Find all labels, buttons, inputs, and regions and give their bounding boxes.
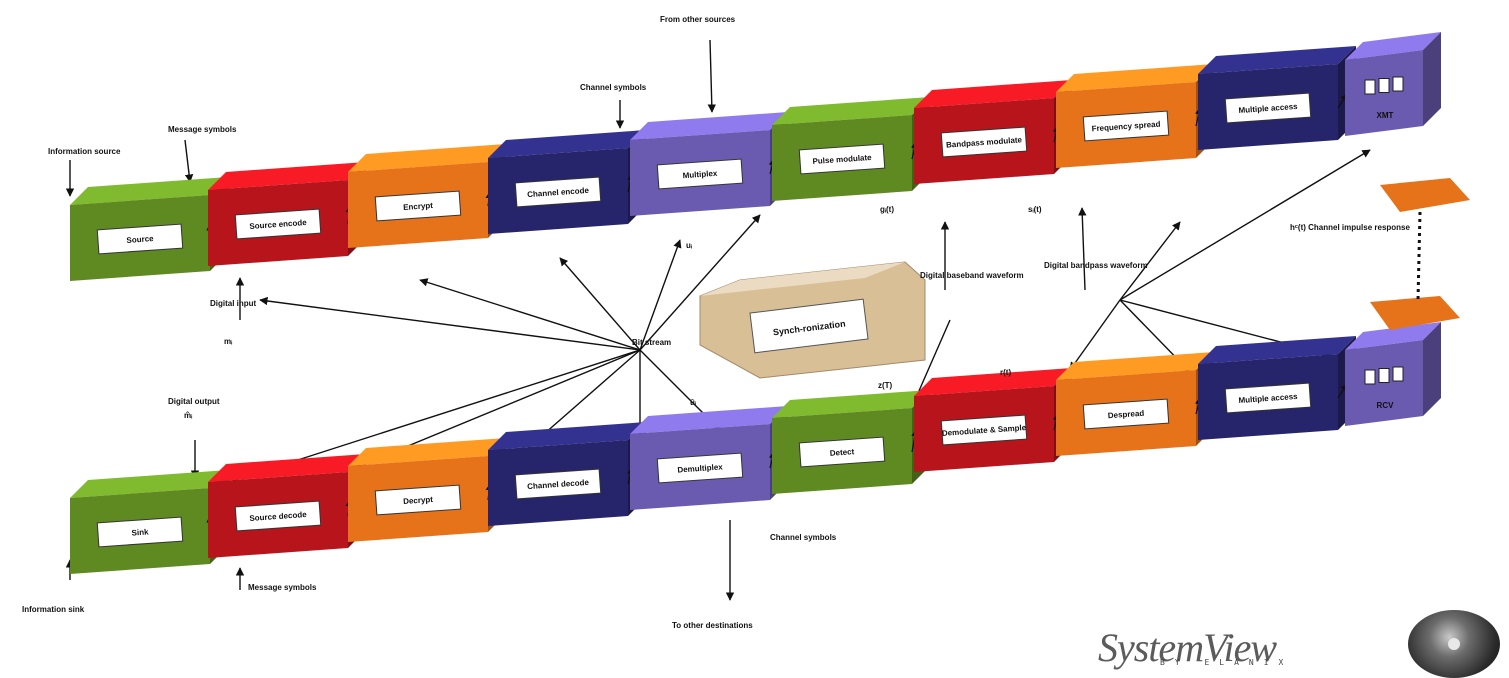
bottom-port-icon: [1378, 368, 1390, 383]
top-block-label: Source: [126, 234, 154, 245]
mi-label: mᵢ: [224, 337, 232, 346]
mi-hat-label: m̂ᵢ: [184, 411, 192, 420]
channel-symbols-bottom-label: Channel symbols: [770, 533, 837, 542]
bottom-block-6: Detect: [772, 390, 930, 494]
bottom-block-2: Source decode: [208, 454, 366, 558]
top-block-8: Frequency spread: [1056, 64, 1214, 168]
annotations: Information source Message symbols Chann…: [22, 15, 1410, 630]
information-sink-label: Information sink: [22, 605, 85, 614]
digital-baseband-label: Digital baseband waveform: [920, 271, 1024, 280]
digital-input-label: Digital input: [210, 299, 257, 308]
top-block-2: Source encode: [208, 162, 366, 266]
digital-bandpass-label: Digital bandpass waveform: [1044, 261, 1148, 270]
top-block-label: Multiple access: [1238, 102, 1298, 115]
bottom-block-label: Decrypt: [403, 495, 434, 506]
bit-stream-label: Bit stream: [632, 338, 671, 347]
top-block-3: Encrypt: [348, 144, 506, 248]
top-block-label: Encrypt: [403, 201, 434, 212]
bottom-block-1: Sink: [70, 470, 228, 574]
top-block-6: Pulse modulate: [772, 97, 930, 201]
bottom-block-label: RCV: [1377, 401, 1395, 410]
message-symbols-bottom-label: Message symbols: [248, 583, 317, 592]
top-block-label: Multiplex: [682, 169, 718, 180]
top-chain: Source Source encode Encrypt Channel encode…: [70, 32, 1441, 281]
top-block-1: Source: [70, 177, 228, 281]
from-other-sources-label: From other sources: [660, 15, 736, 24]
synchronization-block: Synch-ronization: [699, 261, 926, 379]
channel-symbols-top-label: Channel symbols: [580, 83, 647, 92]
message-symbols-top-label: Message symbols: [168, 125, 237, 134]
bottom-block-7: Demodulate & Sample: [914, 368, 1072, 472]
bottom-block-5: Demultiplex: [630, 406, 788, 510]
top-block-10: XMT: [1345, 32, 1441, 136]
channel-impulse-label: hᶜ(t) Channel impulse response: [1290, 223, 1410, 232]
top-block-4: Channel encode: [488, 130, 646, 234]
ui-label: uᵢ: [686, 241, 692, 250]
digital-output-label: Digital output: [168, 397, 220, 406]
bottom-port-icon: [1392, 366, 1404, 382]
top-block-9: Multiple access: [1198, 46, 1356, 150]
bottom-block-10: RCV: [1345, 322, 1441, 426]
systemview-logo-sub: BY ELANIX: [1160, 658, 1294, 667]
systemview-logo: SystemView: [1098, 625, 1277, 670]
top-port-icon: [1392, 76, 1404, 92]
top-block-label: XMT: [1377, 111, 1394, 120]
top-block-label: Pulse modulate: [812, 153, 872, 166]
zt-label: z(T): [878, 381, 893, 390]
top-port-icon: [1378, 78, 1390, 93]
channel-impulse-pieces: [1370, 178, 1470, 330]
top-block-label: Channel encode: [527, 186, 590, 199]
rt-label: r(t): [1000, 368, 1011, 377]
bottom-block-label: Channel decode: [527, 478, 590, 491]
bottom-block-label: Source decode: [249, 510, 307, 523]
si-t-label: sᵢ(t): [1028, 205, 1042, 214]
bottom-block-9: Multiple access: [1198, 336, 1356, 440]
ui-hat-label: ûᵢ: [690, 398, 696, 407]
top-block-7: Bandpass modulate: [914, 80, 1072, 184]
bottom-block-3: Decrypt: [348, 438, 506, 542]
gi-t-label: gᵢ(t): [880, 205, 894, 214]
bottom-block-label: Multiple access: [1238, 392, 1298, 405]
top-block-5: Multiplex: [630, 112, 788, 216]
bottom-block-label: Demultiplex: [677, 462, 723, 474]
bottom-chain: Sink Source decode Decrypt Channel decode De…: [70, 322, 1441, 574]
to-other-destinations-label: To other destinations: [672, 621, 753, 630]
bottom-block-label: Sink: [131, 527, 149, 537]
info-source-label: Information source: [48, 147, 121, 156]
bottom-block-4: Channel decode: [488, 422, 646, 526]
disc-icon: [1408, 610, 1500, 678]
top-port-icon: [1364, 79, 1376, 95]
top-block-label: Source encode: [249, 218, 307, 231]
bottom-port-icon: [1364, 369, 1376, 385]
bottom-block-8: Despread: [1056, 352, 1214, 456]
bottom-block-label: Despread: [1108, 409, 1145, 421]
bottom-block-label: Detect: [830, 447, 855, 458]
